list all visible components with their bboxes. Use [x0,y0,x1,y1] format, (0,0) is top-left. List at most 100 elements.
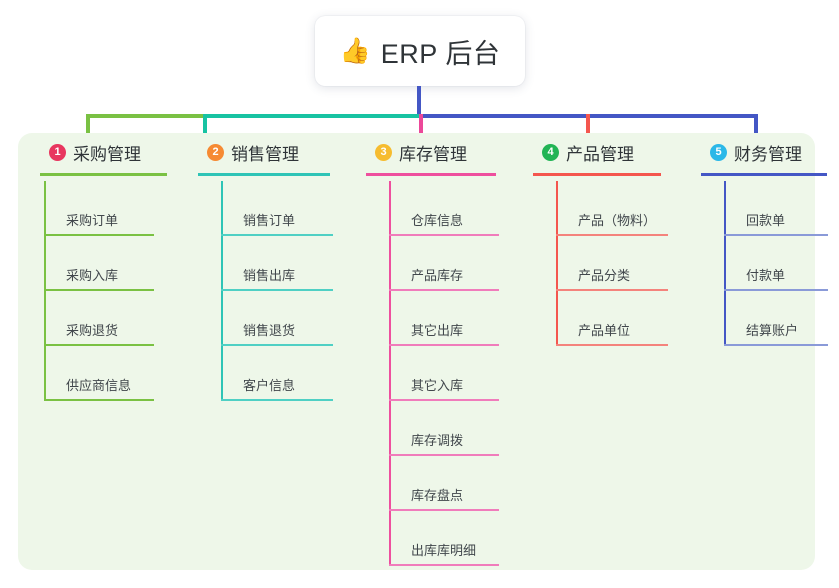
leaf-label: 其它出库 [411,323,464,338]
column-inventory: 3 库存管理仓库信息产品库存其它出库其它入库库存调拨库存盘点出库库明细 [366,133,499,566]
leaf-rule [44,399,154,401]
leaf-item[interactable]: 其它出库 [389,291,499,346]
drop-product [586,114,590,140]
column-rule-product [533,173,661,176]
leaf-item[interactable]: 库存调拨 [389,401,499,456]
root-title-card[interactable]: 👍 ERP 后台 [315,16,525,86]
connector-trunk [417,86,421,116]
leaf-rule [389,564,499,566]
leaf-label: 付款单 [746,268,786,283]
root-title-text: ERP 后台 [380,38,501,69]
leaf-item[interactable]: 销售出库 [221,236,333,291]
leaf-rule [44,234,154,236]
leaf-item[interactable]: 采购退货 [44,291,154,346]
leaf-item[interactable]: 产品单位 [556,291,668,346]
leaf-label: 出库库明细 [411,543,477,558]
leaf-label: 采购退货 [66,323,119,338]
leaf-label: 回款单 [746,213,786,228]
leaf-rule [389,344,499,346]
segment-green [86,114,205,118]
leaf-rule [556,234,668,236]
column-badge-inventory: 3 [375,143,392,161]
leaf-rule [389,289,499,291]
column-badge-product: 4 [542,143,559,161]
column-rule-purchase [40,173,167,176]
column-header-inventory[interactable]: 3 库存管理 [366,133,467,171]
leaf-rule [389,234,499,236]
column-purchase: 1 采购管理采购订单采购入库采购退货供应商信息 [40,133,167,401]
column-product: 4 产品管理产品（物料） 产品分类产品单位 [533,133,668,346]
leaf-label: 其它入库 [411,378,464,393]
leaf-label: 仓库信息 [411,213,464,228]
leaf-label: 客户信息 [243,378,296,393]
column-badge-finance: 5 [710,143,727,161]
leaf-label: 产品单位 [578,323,631,338]
leaf-item[interactable]: 付款单 [724,236,828,291]
leaf-rule [556,289,668,291]
leaf-item[interactable]: 产品（物料） [556,181,668,236]
column-rule-inventory [366,173,496,176]
leaf-item[interactable]: 回款单 [724,181,828,236]
drop-sales [203,114,207,140]
leaf-item[interactable]: 销售订单 [221,181,333,236]
leaf-rule [724,344,828,346]
leaf-item[interactable]: 客户信息 [221,346,333,401]
column-spine-sales [221,181,223,401]
leaf-label: 库存调拨 [411,433,464,448]
column-title-inventory: 库存管理 [399,144,467,164]
leaf-item[interactable]: 其它入库 [389,346,499,401]
column-rule-sales [198,173,330,176]
column-spine-inventory [389,181,391,566]
column-rule-finance [701,173,827,176]
leaf-rule [221,344,333,346]
column-title-product: 产品管理 [566,144,634,164]
drop-finance [754,114,758,140]
drop-purchase [86,114,90,140]
column-spine-finance [724,181,726,346]
leaf-rule [724,234,828,236]
column-badge-sales: 2 [207,143,224,161]
leaf-rule [221,234,333,236]
column-title-finance: 财务管理 [734,144,802,164]
leaf-item[interactable]: 销售退货 [221,291,333,346]
thumbs-up-icon: 👍 [339,36,371,65]
leaf-rule [44,289,154,291]
leaf-item[interactable]: 产品分类 [556,236,668,291]
leaf-rule [389,399,499,401]
leaf-label: 产品（物料） [578,213,657,228]
leaf-item[interactable]: 产品库存 [389,236,499,291]
leaf-label: 销售退货 [243,323,296,338]
column-spine-product [556,181,558,346]
leaf-item[interactable]: 出库库明细 [389,511,499,566]
leaf-rule [389,454,499,456]
leaf-label: 供应商信息 [66,378,132,393]
drop-inventory [419,114,423,140]
column-header-product[interactable]: 4 产品管理 [533,133,634,171]
leaf-item[interactable]: 供应商信息 [44,346,154,401]
leaf-label: 产品库存 [411,268,464,283]
column-header-purchase[interactable]: 1 采购管理 [40,133,141,171]
leaf-label: 结算账户 [746,323,799,338]
leaf-rule [389,509,499,511]
leaf-item[interactable]: 采购入库 [44,236,154,291]
leaf-label: 销售出库 [243,268,296,283]
leaf-label: 销售订单 [243,213,296,228]
leaf-item[interactable]: 仓库信息 [389,181,499,236]
leaf-item[interactable]: 库存盘点 [389,456,499,511]
column-spine-purchase [44,181,46,401]
leaf-label: 产品分类 [578,268,631,283]
leaf-item[interactable]: 采购订单 [44,181,154,236]
leaf-rule [221,289,333,291]
leaf-rule [44,344,154,346]
leaf-label: 采购入库 [66,268,119,283]
leaf-rule [221,399,333,401]
column-badge-purchase: 1 [49,143,66,161]
column-header-finance[interactable]: 5 财务管理 [701,133,802,171]
column-title-purchase: 采购管理 [73,144,141,164]
root-title-inner: 👍 ERP 后台 [340,32,501,71]
leaf-rule [724,289,828,291]
leaf-item[interactable]: 结算账户 [724,291,828,346]
